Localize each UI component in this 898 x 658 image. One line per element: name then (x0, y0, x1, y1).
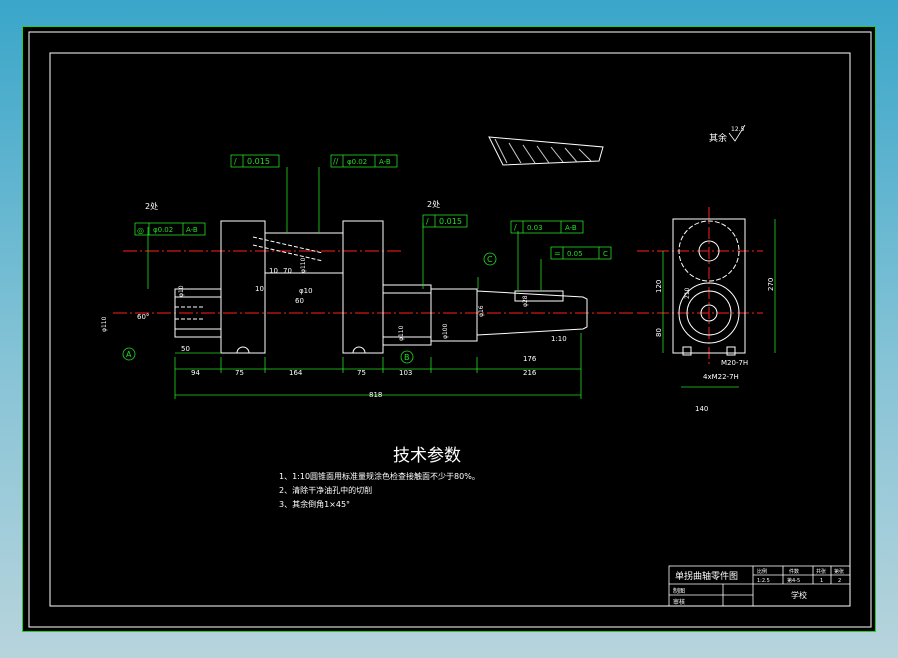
dim-75b: 75 (357, 369, 366, 377)
tb-r1: 第4-5 (787, 577, 800, 584)
svg-text:A-B: A-B (565, 224, 577, 232)
svg-text:/: / (514, 223, 517, 232)
svg-text:φ0.02: φ0.02 (347, 158, 367, 166)
front-dimensions (147, 167, 582, 399)
callout-60deg: 60° (137, 313, 149, 321)
datum-markers (122, 252, 497, 364)
roughness-label: 其余 (709, 132, 727, 144)
dim-94: 94 (191, 369, 200, 377)
callout-2chu-a: 2处 (145, 201, 158, 211)
tb-h0: 比例 (757, 568, 767, 575)
svg-text:0.03: 0.03 (527, 224, 543, 232)
svg-text:φ0.02: φ0.02 (153, 226, 173, 234)
gdt-frames (134, 154, 612, 260)
tb-h1: 件数 (789, 568, 799, 575)
notes-heading: 技术参数 (393, 446, 461, 466)
dim-818: 818 (369, 391, 382, 399)
section-detail (488, 136, 604, 166)
title-block (668, 565, 851, 607)
svg-text:/: / (426, 217, 429, 226)
dim-216: 216 (523, 369, 537, 377)
dim-phi10b: φ10 (178, 285, 185, 297)
roughness-symbol (728, 124, 746, 142)
dim-164: 164 (289, 369, 303, 377)
note-1: 1、1:10圆锥面用标准量规涂色检查接触面不少于80%。 (279, 471, 480, 481)
tb-sig0: 制图 (673, 587, 685, 595)
svg-text:A-B: A-B (186, 226, 198, 234)
dim-60: 60 (295, 297, 304, 305)
tb-r3: 2 (838, 578, 841, 584)
dim-176: 176 (523, 355, 537, 363)
tb-r2: 1 (820, 578, 823, 584)
gdt-labels: / 0.015 // φ0.02 A-B ◎ φ0.02 A-B / 0.015… (137, 157, 608, 258)
dim-210: 210 (684, 287, 691, 299)
dim-10b: 10 (269, 267, 278, 275)
svg-text:/: / (234, 157, 237, 166)
callout-2chu-b: 2处 (427, 199, 440, 209)
taper-ratio: 1:10 (551, 335, 567, 343)
dim-phi110c: φ110 (398, 325, 405, 341)
svg-text:0.05: 0.05 (567, 250, 583, 258)
tb-h3: 第张 (834, 568, 844, 575)
dim-phi110b: φ110 (300, 257, 307, 273)
front-view (113, 220, 633, 354)
tb-sig1: 审核 (673, 598, 685, 606)
note-2: 2、清除干净油孔中的切削 (279, 485, 372, 495)
part-name: 单拐曲轴零件图 (675, 570, 738, 582)
inner-frame (49, 52, 851, 607)
dim-4xm22: 4xM22-7H (703, 373, 739, 381)
dim-m20: M20-7H (721, 359, 748, 367)
dim-80: 80 (655, 328, 663, 337)
cad-viewport[interactable]: 50 94 75 164 75 103 176 216 818 60 10 10… (22, 26, 876, 632)
dim-120: 120 (655, 280, 663, 293)
dim-10: 10 (255, 285, 264, 293)
svg-text:A-B: A-B (379, 158, 391, 166)
tb-school: 学校 (791, 590, 807, 600)
dimension-labels: 50 94 75 164 75 103 176 216 818 60 10 10… (101, 199, 567, 399)
crankshaft-drawing: 50 94 75 164 75 103 176 216 818 60 10 10… (28, 31, 872, 628)
svg-text:=: = (554, 249, 561, 258)
svg-text:0.015: 0.015 (439, 217, 462, 226)
dim-103: 103 (399, 369, 412, 377)
side-view (637, 207, 763, 367)
datum-a: A (126, 350, 132, 359)
dim-270: 270 (767, 278, 775, 291)
note-3: 3、其余倒角1×45° (279, 499, 350, 509)
svg-text://: // (333, 157, 339, 166)
side-dimensions (662, 219, 776, 388)
dim-70: 70 (283, 267, 292, 275)
tb-h2: 共张 (816, 568, 826, 575)
tb-r0: 1:2.5 (757, 578, 770, 584)
datum-b: B (404, 353, 410, 362)
roughness-value: 12.5 (731, 126, 745, 133)
dim-phi110a: φ110 (101, 316, 108, 332)
svg-text:0.015: 0.015 (247, 157, 270, 166)
datum-c: C (487, 255, 493, 264)
dim-phi28: φ28 (522, 295, 529, 307)
svg-text:C: C (603, 250, 608, 258)
dim-50: 50 (181, 345, 190, 353)
dim-140: 140 (695, 405, 708, 413)
dim-phi100: φ100 (442, 323, 449, 339)
dim-phi10: φ10 (299, 287, 313, 295)
outer-frame (28, 31, 872, 628)
svg-text:◎: ◎ (137, 226, 144, 235)
dim-75a: 75 (235, 369, 244, 377)
dim-phi16: φ16 (478, 305, 485, 317)
